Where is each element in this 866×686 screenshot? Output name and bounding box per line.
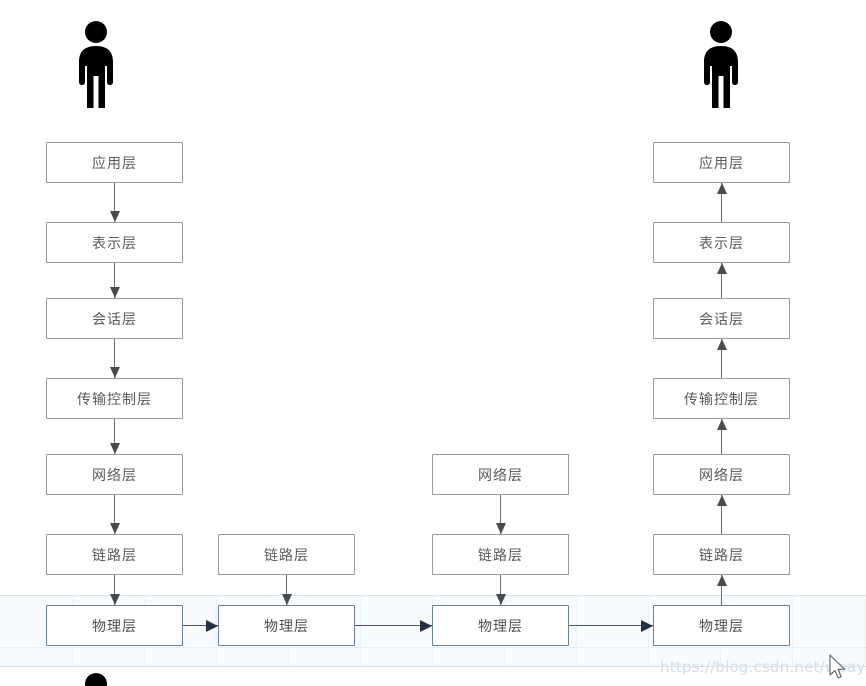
layer-box-receiver-2[interactable]: 会话层 (653, 298, 790, 339)
layer-box-label: 物理层 (92, 618, 137, 635)
band-grid-line (864, 595, 865, 665)
arrow-head-down-icon (110, 594, 120, 605)
layer-box-sender-5[interactable]: 链路层 (46, 534, 183, 575)
arrow-head-down-icon (110, 367, 120, 378)
vertical-arrow-line (500, 495, 501, 534)
layer-box-receiver-0[interactable]: 应用层 (653, 142, 790, 183)
arrow-head-right-icon (206, 620, 218, 632)
vertical-arrow-line (286, 575, 287, 605)
watermark-text: https://blog.csdn.net/wpaycn (660, 658, 866, 676)
vertical-arrow-line (721, 263, 722, 298)
vertical-arrow-line (114, 183, 115, 222)
layer-box-label: 应用层 (92, 155, 137, 172)
layer-box-label: 物理层 (264, 618, 309, 635)
layer-box-label: 应用层 (699, 155, 744, 172)
arrow-head-down-icon (110, 211, 120, 222)
layer-box-label: 网络层 (92, 467, 137, 484)
layer-box-label: 链路层 (92, 547, 137, 564)
layer-box-receiver-4[interactable]: 网络层 (653, 454, 790, 495)
layer-box-relay-1-0[interactable]: 链路层 (218, 534, 355, 575)
arrow-head-up-icon (717, 339, 727, 350)
layer-box-sender-2[interactable]: 会话层 (46, 298, 183, 339)
layer-box-sender-0[interactable]: 应用层 (46, 142, 183, 183)
layer-box-sender-4[interactable]: 网络层 (46, 454, 183, 495)
arrow-head-right-icon (641, 620, 653, 632)
arrow-head-right-icon (420, 620, 432, 632)
arrow-head-down-icon (496, 523, 506, 534)
layer-box-receiver-3[interactable]: 传输控制层 (653, 378, 790, 419)
arrow-head-down-icon (110, 523, 120, 534)
layer-box-label: 表示层 (92, 235, 137, 252)
layer-box-label: 链路层 (699, 547, 744, 564)
layer-box-label: 网络层 (478, 467, 523, 484)
layer-box-label: 链路层 (264, 547, 309, 564)
horizontal-arrow-line (569, 625, 653, 626)
vertical-arrow-line (721, 183, 722, 222)
layer-box-receiver-5[interactable]: 链路层 (653, 534, 790, 575)
layer-box-relay-2-2[interactable]: 物理层 (432, 605, 569, 646)
layer-box-label: 传输控制层 (684, 391, 759, 408)
layer-box-label: 物理层 (699, 618, 744, 635)
layer-box-receiver-6[interactable]: 物理层 (653, 605, 790, 646)
layer-box-label: 网络层 (699, 467, 744, 484)
horizontal-arrow-line (355, 625, 432, 626)
layer-box-label: 物理层 (478, 618, 523, 635)
band-grid-line (792, 595, 793, 665)
layer-box-relay-1-1[interactable]: 物理层 (218, 605, 355, 646)
horizontal-arrow-line (183, 625, 218, 626)
arrow-head-down-icon (282, 594, 292, 605)
vertical-arrow-line (114, 339, 115, 378)
mouse-cursor-icon (828, 654, 848, 684)
person-icon (75, 672, 117, 686)
layer-box-sender-3[interactable]: 传输控制层 (46, 378, 183, 419)
arrow-head-up-icon (717, 575, 727, 586)
layer-box-relay-2-1[interactable]: 链路层 (432, 534, 569, 575)
band-inner-gridline (0, 647, 866, 648)
arrow-head-down-icon (110, 287, 120, 298)
layer-box-label: 表示层 (699, 235, 744, 252)
vertical-arrow-line (721, 495, 722, 534)
vertical-arrow-line (500, 575, 501, 605)
layer-box-label: 链路层 (478, 547, 523, 564)
layer-box-label: 会话层 (92, 311, 137, 328)
layer-box-receiver-1[interactable]: 表示层 (653, 222, 790, 263)
vertical-arrow-line (114, 575, 115, 605)
arrow-head-up-icon (717, 183, 727, 194)
arrow-head-up-icon (717, 495, 727, 506)
vertical-arrow-line (114, 495, 115, 534)
layer-box-sender-1[interactable]: 表示层 (46, 222, 183, 263)
layer-box-sender-6[interactable]: 物理层 (46, 605, 183, 646)
band-grid-line (360, 595, 361, 665)
arrow-head-down-icon (110, 443, 120, 454)
layer-box-label: 会话层 (699, 311, 744, 328)
arrow-head-up-icon (717, 263, 727, 274)
layer-box-label: 传输控制层 (77, 391, 152, 408)
vertical-arrow-line (721, 339, 722, 378)
arrow-head-down-icon (496, 594, 506, 605)
vertical-arrow-line (721, 575, 722, 605)
vertical-arrow-line (114, 263, 115, 298)
person-icon (75, 20, 117, 114)
person-icon (700, 20, 742, 114)
arrow-head-up-icon (717, 419, 727, 430)
vertical-arrow-line (114, 419, 115, 454)
layer-box-relay-2-0[interactable]: 网络层 (432, 454, 569, 495)
vertical-arrow-line (721, 419, 722, 454)
band-grid-line (576, 595, 577, 665)
